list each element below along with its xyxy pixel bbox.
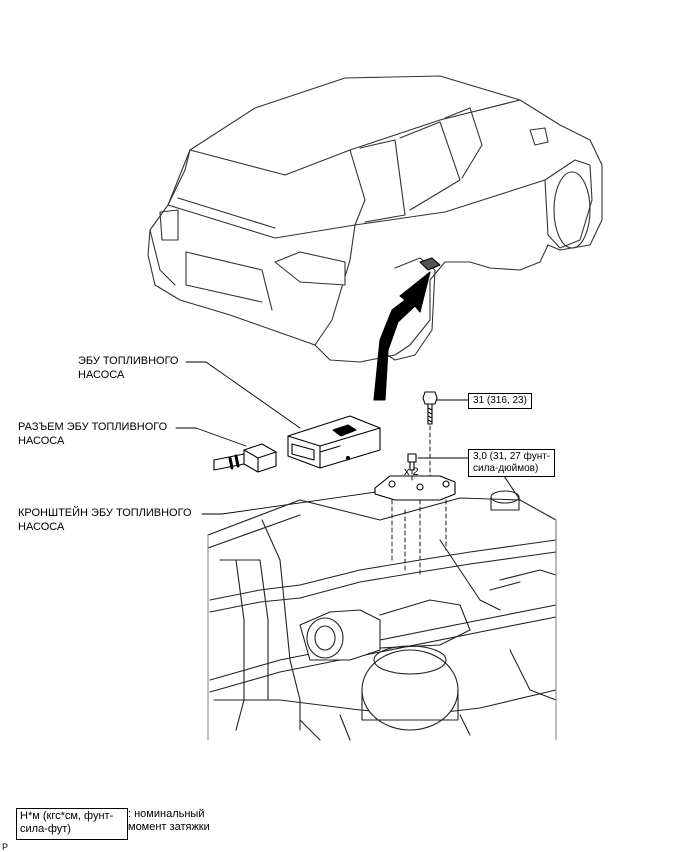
connector-label-line-2: НАСОСА	[18, 435, 65, 447]
location-arrow	[373, 257, 441, 401]
legend-unit-line-1: Н*м (кгс*см, фунт-	[20, 810, 114, 822]
chassis-view	[207, 469, 557, 741]
bolt-torque-box: 31 (316, 23)	[468, 393, 532, 409]
vehicle-outline	[147, 75, 603, 363]
page-mark: P	[2, 842, 9, 852]
ecu-label-line-1: ЭБУ ТОПЛИВНОГО	[78, 355, 179, 367]
bracket-label-line-2: НАСОСА	[18, 521, 65, 533]
legend-unit-line-2: сила-фут)	[20, 823, 71, 835]
screw-torque-line-2: сила-дюймов)	[473, 463, 539, 474]
legend-description-line-2: момент затяжки	[128, 821, 210, 833]
ecu-connector	[213, 443, 277, 473]
screw	[407, 453, 417, 471]
ecu-label: ЭБУ ТОПЛИВНОГО НАСОСА	[78, 354, 178, 382]
ecu-bracket	[374, 475, 456, 501]
screw-quantity: x 2	[404, 466, 419, 478]
connector-label: РАЗЪЕМ ЭБУ ТОПЛИВНОГО НАСОСА	[18, 420, 167, 448]
screw-torque-line-1: 3,0 (31, 27 фунт-	[473, 451, 551, 462]
bracket-label: КРОНШТЕЙН ЭБУ ТОПЛИВНОГО НАСОСА	[18, 506, 192, 534]
legend-description: : номинальный момент затяжки	[128, 808, 210, 834]
connector-label-line-1: РАЗЪЕМ ЭБУ ТОПЛИВНОГО	[18, 421, 168, 433]
screw-torque-box: 3,0 (31, 27 фунт- сила-дюймов)	[468, 449, 556, 477]
bolt	[422, 391, 438, 425]
legend-description-line-1: : номинальный	[128, 808, 205, 820]
leader-lines	[175, 361, 469, 515]
legend-unit-box: Н*м (кгс*см, фунт- сила-фут)	[16, 808, 128, 840]
ecu-label-line-2: НАСОСА	[78, 369, 125, 381]
bolt-torque-value: 31 (316, 23)	[473, 395, 527, 406]
alignment-lines	[391, 425, 447, 576]
bracket-label-line-1: КРОНШТЕЙН ЭБУ ТОПЛИВНОГО	[18, 507, 192, 519]
fuel-pump-ecu	[287, 415, 381, 469]
